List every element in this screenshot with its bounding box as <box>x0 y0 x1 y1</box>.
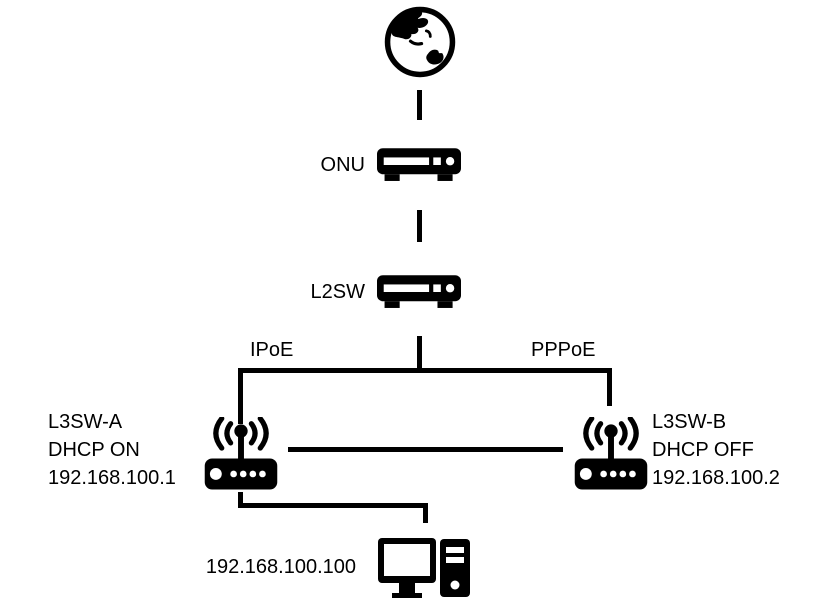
ipoe-label: IPoE <box>250 339 294 361</box>
modem-icon <box>377 148 461 182</box>
l3sw-a-text-block: L3SW-A DHCP ON 192.168.100.1 <box>48 408 176 492</box>
link-internet-onu <box>417 90 422 120</box>
l3sw-a-dhcp-status: DHCP ON <box>48 439 140 461</box>
link-l3swa-pc-vertical <box>238 492 243 508</box>
l2sw-label: L2SW <box>310 281 365 303</box>
wireless-router-icon <box>204 417 278 491</box>
globe-icon <box>382 4 458 80</box>
desktop-computer-icon <box>378 538 470 602</box>
branch-drop-left <box>238 368 243 424</box>
link-l2sw-branch <box>417 336 422 370</box>
l3sw-b-text-block: L3SW-B DHCP OFF 192.168.100.2 <box>652 408 780 492</box>
link-l3swa-l3swb <box>288 447 563 452</box>
link-onu-l2sw <box>417 210 422 242</box>
l3sw-b-ip-address: 192.168.100.2 <box>652 467 780 489</box>
onu-label: ONU <box>320 154 365 176</box>
pppoe-label: PPPoE <box>531 339 596 361</box>
branch-drop-right <box>607 368 612 406</box>
wireless-router-icon <box>574 417 648 491</box>
link-l3swa-pc-drop <box>423 503 428 523</box>
branch-horizontal-line <box>238 368 612 373</box>
link-l3swa-pc-horizontal <box>238 503 428 508</box>
l3sw-b-name: L3SW-B <box>652 411 727 433</box>
l3sw-a-name: L3SW-A <box>48 411 123 433</box>
pc-ip-address: 192.168.100.100 <box>205 556 356 578</box>
l3sw-a-ip-address: 192.168.100.1 <box>48 467 176 489</box>
switch-icon <box>377 275 461 309</box>
l3sw-b-dhcp-status: DHCP OFF <box>652 439 754 461</box>
